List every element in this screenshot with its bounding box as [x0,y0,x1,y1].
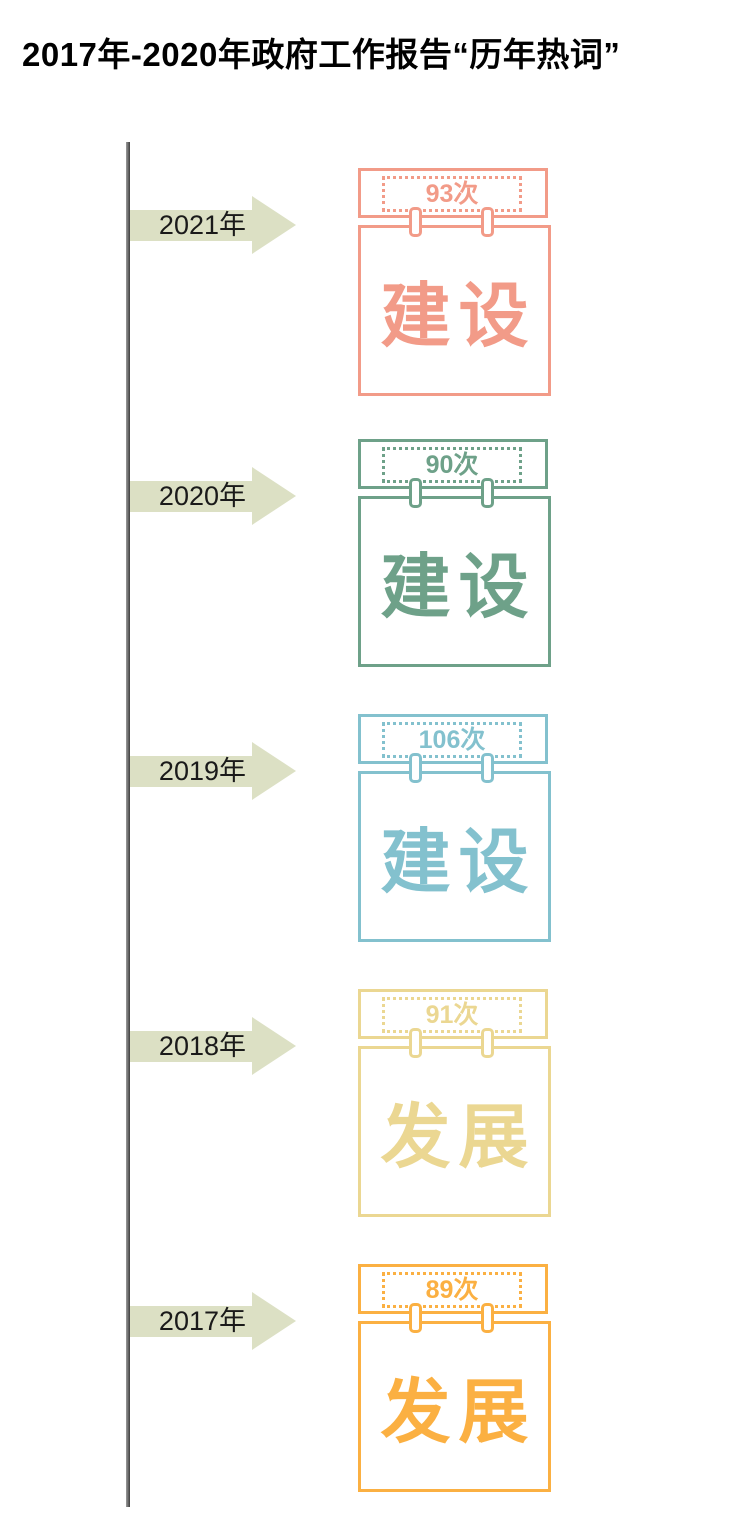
year-arrow-body: 2021年 [130,209,252,241]
binder-ring-right-icon [481,1303,494,1333]
arrow-head-icon [252,742,296,800]
calendar-header: 90次 [358,439,548,489]
arrow-head-icon [252,1017,296,1075]
arrow-head-icon [252,467,296,525]
calendar-body: 建设 [358,771,551,942]
calendar-body: 建设 [358,496,551,667]
timeline-entry-2020: 2020年 90次 建设 [0,439,750,669]
year-arrow-body: 2017年 [130,1305,252,1337]
timeline-entry-2021: 2021年 93次 建设 [0,168,750,398]
year-arrow: 2018年 [130,1017,296,1075]
arrow-head-icon [252,196,296,254]
count-label: 89次 [425,1276,479,1304]
count-badge: 106次 [382,722,522,758]
binder-ring-left-icon [409,1303,422,1333]
binder-ring-left-icon [409,753,422,783]
hot-word: 建设 [380,823,537,901]
count-label: 106次 [418,726,486,754]
timeline-entry-2018: 2018年 91次 发展 [0,989,750,1219]
binder-ring-right-icon [481,207,494,237]
binder-ring-left-icon [409,1028,422,1058]
year-arrow-body: 2019年 [130,755,252,787]
calendar-header: 106次 [358,714,548,764]
timeline-axis [126,142,130,1507]
year-arrow-body: 2018年 [130,1030,252,1062]
count-badge: 90次 [382,447,522,483]
binder-ring-left-icon [409,478,422,508]
calendar-body: 发展 [358,1321,551,1492]
count-label: 93次 [425,180,479,208]
year-arrow: 2017年 [130,1292,296,1350]
year-label: 2017年 [158,1305,246,1336]
timeline-entry-2019: 2019年 106次 建设 [0,714,750,944]
count-badge: 89次 [382,1272,522,1308]
binder-ring-right-icon [481,1028,494,1058]
hot-word: 发展 [380,1098,537,1176]
calendar-card: 89次 发展 [358,1264,551,1493]
calendar-card: 90次 建设 [358,439,551,668]
count-label: 91次 [425,1001,479,1029]
year-arrow: 2019年 [130,742,296,800]
timeline-entry-2017: 2017年 89次 发展 [0,1264,750,1494]
calendar-card: 91次 发展 [358,989,551,1218]
page-title: 2017年-2020年政府工作报告“历年热词” [22,36,621,73]
year-label: 2018年 [158,1030,246,1061]
count-label: 90次 [425,451,479,479]
calendar-header: 93次 [358,168,548,218]
year-arrow: 2020年 [130,467,296,525]
year-label: 2020年 [158,480,246,511]
calendar-header: 89次 [358,1264,548,1314]
count-badge: 91次 [382,997,522,1033]
year-label: 2019年 [158,755,246,786]
arrow-head-icon [252,1292,296,1350]
calendar-card: 106次 建设 [358,714,551,943]
binder-ring-right-icon [481,478,494,508]
calendar-header: 91次 [358,989,548,1039]
hot-word: 建设 [380,277,537,355]
binder-ring-left-icon [409,207,422,237]
calendar-body: 建设 [358,225,551,396]
binder-ring-right-icon [481,753,494,783]
year-label: 2021年 [158,209,246,240]
year-arrow: 2021年 [130,196,296,254]
year-arrow-body: 2020年 [130,480,252,512]
calendar-card: 93次 建设 [358,168,551,397]
hot-word: 发展 [380,1373,537,1451]
count-badge: 93次 [382,176,522,212]
hot-word: 建设 [380,548,537,626]
calendar-body: 发展 [358,1046,551,1217]
